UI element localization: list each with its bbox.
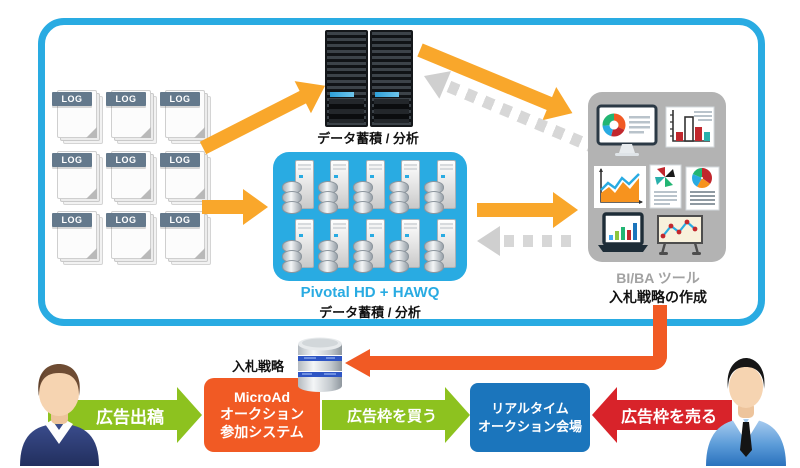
buy-slot-arrow: 広告枠を買う [322,387,470,443]
server-node-icon [388,159,423,215]
advertiser-person-icon [20,364,99,466]
dashed-arrow-bi-to-cluster [477,226,580,256]
server-node-icon [424,218,458,274]
laptop-bar-chart-icon [598,212,648,252]
ad-submit-label: 広告出稿 [96,407,164,427]
auction-venue-line: オークション会場 [477,418,582,434]
server-node-icon [353,218,387,274]
auction-venue-box: リアルタイム オークション会場 [470,383,590,452]
log-banner: LOG [52,152,92,167]
pivotal-cluster-box [273,152,467,281]
folded-corner-icon [194,127,205,138]
log-banner: LOG [106,92,146,106]
folded-corner-icon [86,127,97,138]
server-rack-icon [325,30,413,127]
rack-caption: データ蓄積 / 分析 [317,131,419,146]
log-banner: LOG [52,92,92,106]
microad-line: オークション [220,406,304,423]
bi-tools-caption: BI/BA ツール [616,270,700,286]
strategy-creation-caption: 入札戦略の作成 [609,289,707,305]
arrow-cluster-to-bi [477,192,578,228]
bi-tools-panel [588,92,726,262]
folded-corner-icon [86,187,97,199]
log-banner: LOG [52,213,92,228]
log-banner: LOG [160,152,200,167]
arrowhead-icon [243,189,268,225]
pivotal-title: Pivotal HD + HAWQ [300,284,440,301]
log-file-icon: LOG [106,209,157,264]
arrow-logs-to-cluster [202,189,268,225]
log-banner: LOG [160,92,200,106]
auction-venue-line: リアルタイム [491,400,569,416]
arrowhead-icon [592,387,617,443]
server-node-icon [317,218,352,274]
arrowhead-icon [445,387,470,443]
log-file-icon: LOG [106,88,157,143]
log-banner: LOG [160,213,200,228]
pie-chart-doc-icon [685,166,720,211]
server-node-icon [317,159,352,215]
log-file-icon: LOG [52,149,103,204]
presentation-line-chart-icon [657,215,703,255]
area-chart-icon [594,166,646,208]
bar-chart-doc-icon [665,106,715,148]
publisher-person-icon [706,358,786,466]
log-files-grid: LOG LOG LOG LOG LOG LOG LOG LOG LOG [52,88,211,264]
log-banner: LOG [106,152,146,167]
log-banner: LOG [106,213,146,228]
server-node-icon [424,159,458,215]
pivotal-caption: データ蓄積 / 分析 [319,305,421,320]
server-node-icon [353,159,387,215]
buy-slot-label: 広告枠を買う [346,407,437,425]
pinwheel-chart-doc-icon [649,164,682,209]
sell-slot-arrow: 広告枠を売る [592,387,732,443]
server-node-icon [282,218,316,274]
server-node-icon [388,218,423,274]
strategy-connector-vertical [653,305,667,370]
server-node-icon [282,159,316,215]
rack-tower-icon [325,30,368,127]
rack-tower-icon [370,30,413,127]
monitor-pie-chart-icon [596,104,658,156]
folded-corner-icon [140,127,151,138]
log-file-icon: LOG [160,149,211,204]
arrowhead-icon [345,349,370,377]
folded-corner-icon [194,187,205,199]
arrowhead-icon [553,192,578,228]
log-file-icon: LOG [52,88,103,143]
folded-corner-icon [140,248,151,260]
microad-line: MicroAd [234,389,290,406]
folded-corner-icon [140,187,151,199]
microad-line: 参加システム [220,423,304,440]
arrowhead-icon [177,387,202,443]
arrowhead-icon [477,226,500,256]
folded-corner-icon [194,248,205,260]
log-file-icon: LOG [52,209,103,264]
folded-corner-icon [86,248,97,260]
log-file-icon: LOG [160,88,211,143]
strategy-connector-horizontal [368,356,667,370]
microad-system-box: MicroAd オークション 参加システム [204,378,320,452]
strategy-database-icon [298,337,342,392]
sell-slot-label: 広告枠を売る [620,409,717,426]
log-file-icon: LOG [106,149,157,204]
strategy-db-label: 入札戦略 [231,359,284,374]
log-file-icon: LOG [160,209,211,264]
